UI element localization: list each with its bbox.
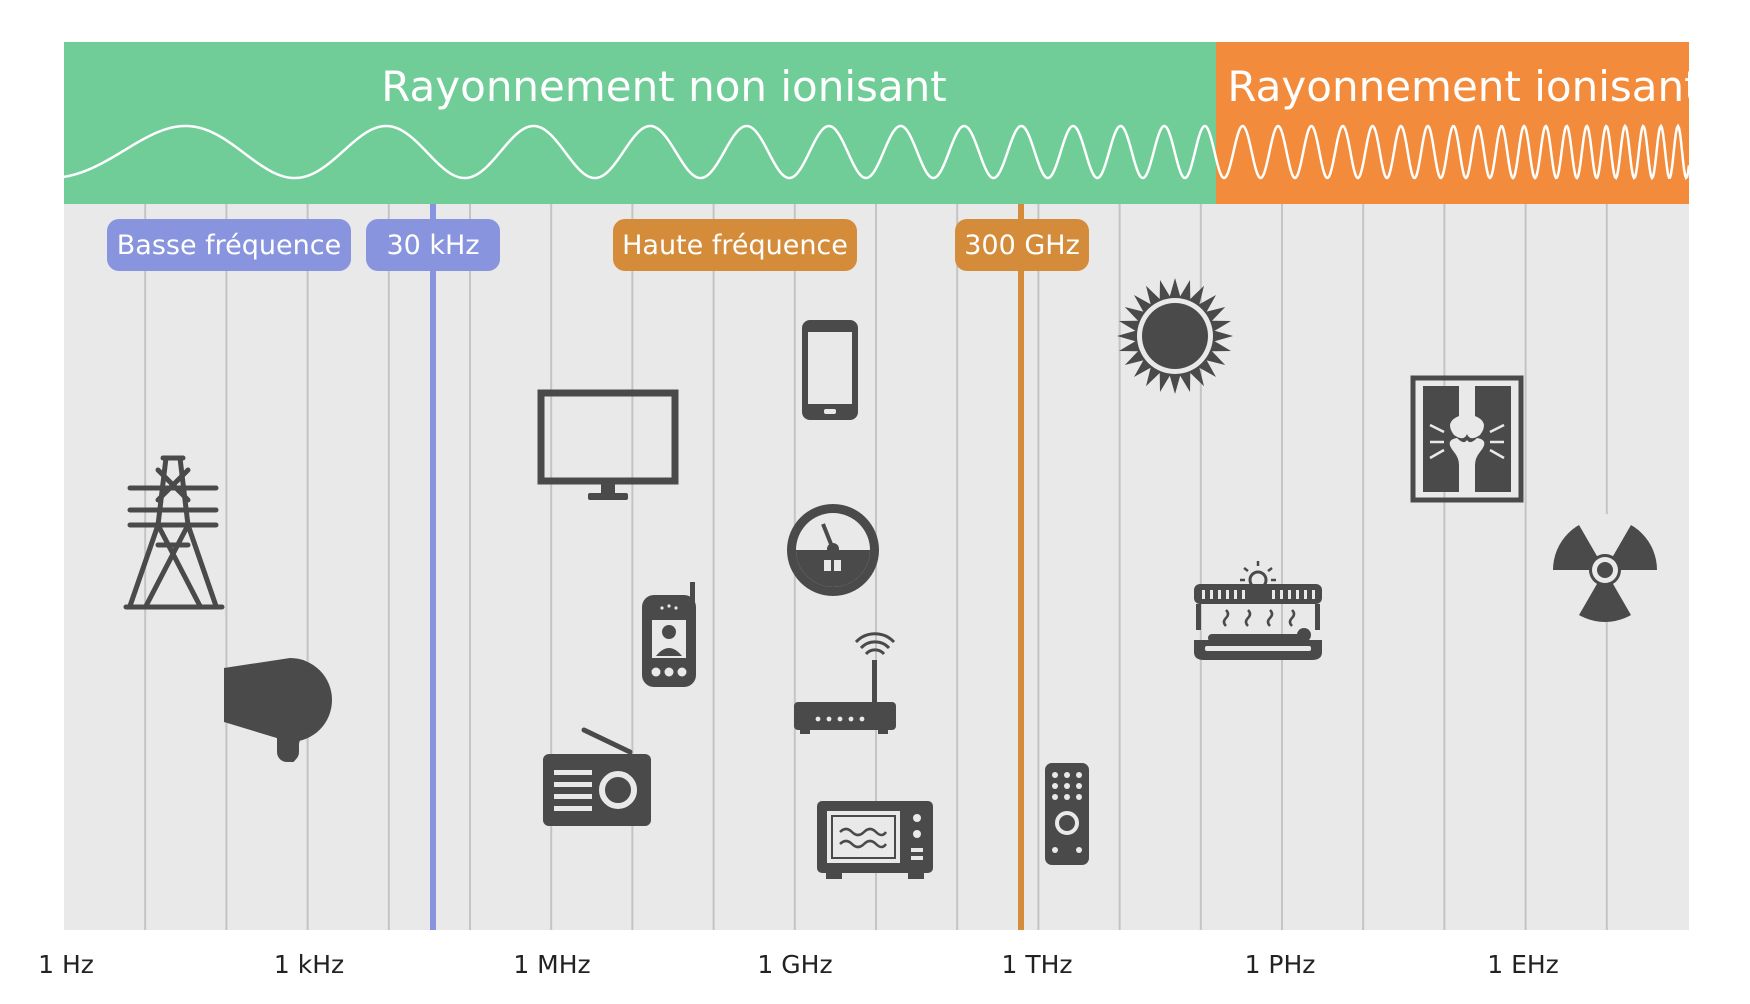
axis-label-ghz: 1 GHz: [757, 950, 833, 979]
radiation-icon: [1549, 513, 1661, 622]
axis-label-mhz: 1 MHz: [513, 950, 591, 979]
ionizing-title: Rayonnement ionisant: [1227, 62, 1701, 111]
x-ray-icon: [1410, 375, 1524, 503]
axis-label-phz: 1 PHz: [1244, 950, 1316, 979]
radio-icon: [543, 727, 651, 826]
axis-label-khz: 1 kHz: [273, 950, 345, 979]
hair-dryer-icon: [224, 658, 332, 763]
wave-line: [63, 123, 1691, 181]
axis-label-thz: 1 THz: [1001, 950, 1073, 979]
sun-icon: [1117, 278, 1233, 394]
smartphone-icon: [802, 320, 858, 420]
30-khz-badge: 30 kHz: [366, 219, 500, 271]
power-pylon-icon: [123, 455, 225, 610]
high-frequency-badge: Haute fréquence: [613, 219, 857, 271]
baby-monitor-icon: [642, 582, 696, 687]
television-icon: [537, 389, 679, 500]
remote-control-icon: [1045, 763, 1089, 865]
low-frequency-badge: Basse fréquence: [107, 219, 351, 271]
300-ghz-badge: 300 GHz: [955, 219, 1089, 271]
axis-label-hz: 1 Hz: [38, 950, 94, 979]
non-ionizing-band: [64, 42, 1216, 204]
microwave-oven-icon: [817, 801, 933, 879]
tanning-bed-icon: [1194, 561, 1322, 660]
smart-meter-icon: [787, 504, 879, 596]
axis-label-ehz: 1 EHz: [1487, 950, 1559, 979]
wifi-router-icon: [794, 632, 896, 734]
non-ionizing-title: Rayonnement non ionisant: [381, 62, 947, 111]
